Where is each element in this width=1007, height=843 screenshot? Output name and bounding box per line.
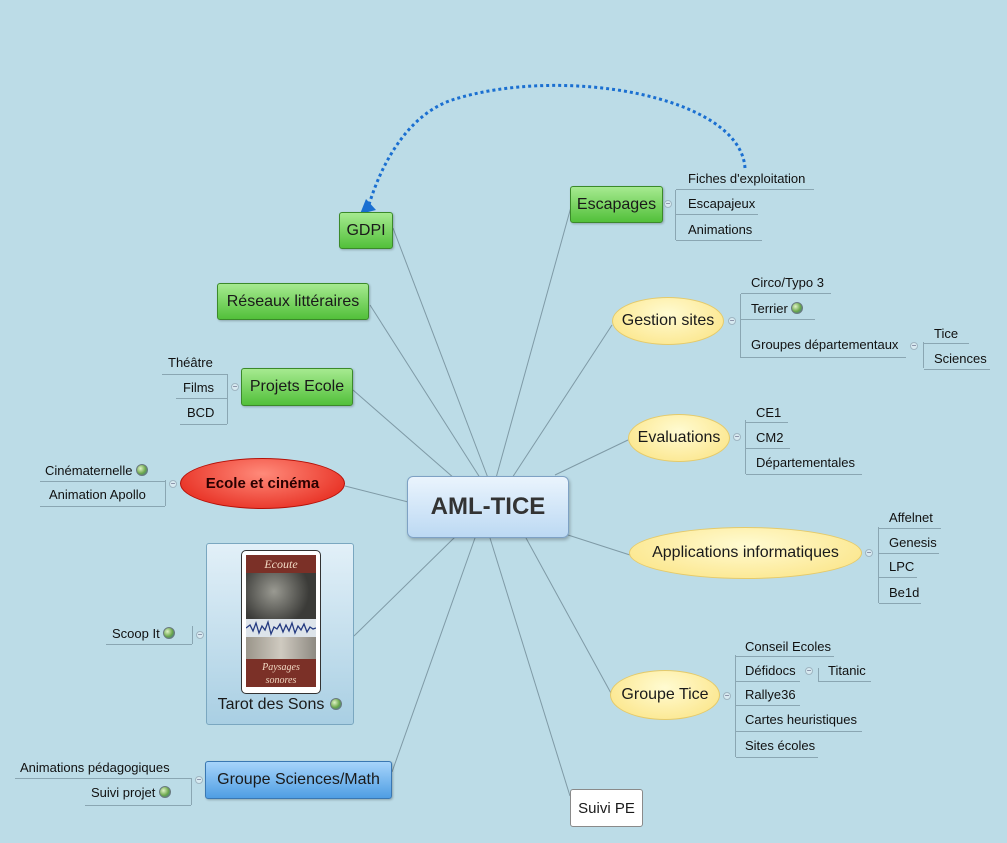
topic-escapages-label: Escapages (576, 195, 657, 213)
tarot-card-image: Ecoute Paysages sonores (241, 550, 321, 694)
topic-ecole-cinema-label: Ecole et cinéma (205, 475, 320, 492)
collapse-icon[interactable]: − (910, 341, 918, 350)
collapse-icon[interactable]: − (196, 630, 204, 639)
subtopic-fiches-exploitation[interactable]: Fiches d'exploitation (688, 171, 806, 186)
topic-gdpi-label: GDPI (346, 221, 386, 239)
subtopic-be1d[interactable]: Be1d (889, 585, 920, 600)
subtopic-lpc[interactable]: LPC (889, 559, 915, 574)
collapse-icon[interactable]: − (723, 691, 731, 700)
topic-gestion-sites[interactable]: Gestion sites (612, 297, 724, 345)
subtopic-scoop-it-label: Scoop It (112, 626, 160, 641)
subtopic-suivi-projet-label: Suivi projet (91, 785, 156, 800)
topic-groupe-sciences-label: Groupe Sciences/Math (217, 771, 380, 788)
subtopic-groupes-departementaux[interactable]: Groupes départementaux (751, 337, 899, 352)
card-top-text: Ecoute (246, 555, 316, 573)
subtopic-theatre[interactable]: Théâtre (168, 355, 213, 370)
collapse-icon[interactable]: − (805, 666, 813, 675)
topic-evaluations-label: Evaluations (637, 429, 721, 446)
topic-gdpi[interactable]: GDPI (339, 212, 393, 249)
topic-reseaux-litteraires[interactable]: Réseaux littéraires (217, 283, 369, 320)
topic-gestion-sites-label: Gestion sites (621, 312, 715, 329)
subtopic-cm2[interactable]: CM2 (756, 430, 784, 445)
subtopic-departementales[interactable]: Départementales (756, 455, 855, 470)
globe-icon[interactable] (791, 302, 804, 314)
topic-tarot-label: Tarot des Sons (217, 696, 325, 713)
subtopic-genesis[interactable]: Genesis (889, 535, 937, 550)
globe-icon[interactable] (163, 627, 176, 639)
card-photo-2 (246, 637, 316, 659)
subtopic-escapajeux[interactable]: Escapajeux (688, 196, 756, 211)
subtopic-suivi-projet[interactable]: Suivi projet (89, 785, 173, 801)
topic-suivi-pe-label: Suivi PE (578, 799, 635, 817)
card-bottom-text: Paysages sonores (246, 659, 316, 687)
topic-groupe-sciences-math[interactable]: Groupe Sciences/Math (205, 761, 392, 799)
subtopic-defidocs[interactable]: Défidocs (745, 663, 796, 678)
subtopic-circo-typo3[interactable]: Circo/Typo 3 (751, 275, 824, 290)
topic-projets-ecole[interactable]: Projets Ecole (241, 368, 353, 406)
globe-icon[interactable] (330, 698, 343, 710)
subtopic-terrier[interactable]: Terrier (749, 301, 805, 317)
subtopic-rallye36[interactable]: Rallye36 (745, 687, 796, 702)
subtopic-bcd[interactable]: BCD (187, 405, 215, 420)
card-photo (246, 573, 316, 619)
collapse-icon[interactable]: − (169, 479, 177, 488)
topic-groupe-tice-label: Groupe Tice (621, 686, 709, 703)
central-topic-label: AML-TICE (430, 493, 546, 520)
subtopic-terrier-label: Terrier (751, 301, 788, 316)
collapse-icon[interactable]: − (865, 548, 873, 557)
subtopic-films[interactable]: Films (183, 380, 215, 395)
collapse-icon[interactable]: − (195, 775, 203, 784)
topic-groupe-tice[interactable]: Groupe Tice (610, 670, 720, 720)
subtopic-cinematernelle[interactable]: Cinématernelle (43, 463, 150, 479)
collapse-icon[interactable]: − (664, 199, 672, 208)
subtopic-cartes-heuristiques[interactable]: Cartes heuristiques (745, 712, 857, 727)
topic-applications-informatiques[interactable]: Applications informatiques (629, 527, 862, 579)
topic-reseaux-label: Réseaux littéraires (226, 292, 360, 310)
subtopic-animations[interactable]: Animations (688, 222, 753, 237)
subtopic-scoop-it[interactable]: Scoop It (110, 626, 177, 642)
topic-escapages[interactable]: Escapages (570, 186, 663, 223)
topic-applications-label: Applications informatiques (652, 544, 839, 561)
subtopic-affelnet[interactable]: Affelnet (889, 510, 933, 525)
collapse-icon[interactable]: − (733, 432, 741, 441)
subtopic-conseil-ecoles[interactable]: Conseil Ecoles (745, 639, 831, 654)
topic-evaluations[interactable]: Evaluations (628, 414, 730, 462)
subtopic-titanic[interactable]: Titanic (828, 663, 866, 678)
subtopic-ce1[interactable]: CE1 (756, 405, 782, 420)
globe-icon[interactable] (136, 464, 149, 476)
globe-icon[interactable] (158, 786, 171, 798)
subtopic-sites-ecoles[interactable]: Sites écoles (745, 738, 816, 753)
subtopic-sciences[interactable]: Sciences (934, 351, 987, 366)
collapse-icon[interactable]: − (728, 316, 736, 325)
subtopic-animations-pedagogiques[interactable]: Animations pédagogiques (20, 760, 170, 775)
card-waveform (245, 619, 317, 637)
topic-suivi-pe[interactable]: Suivi PE (570, 789, 643, 827)
topic-tarot-des-sons[interactable]: Ecoute Paysages sonores Tarot des Sons (206, 543, 354, 725)
collapse-icon[interactable]: − (231, 382, 239, 391)
topic-projets-ecole-label: Projets Ecole (249, 378, 345, 395)
central-topic[interactable]: AML-TICE (407, 476, 569, 538)
topic-ecole-et-cinema[interactable]: Ecole et cinéma (180, 458, 345, 509)
subtopic-tice[interactable]: Tice (934, 326, 959, 341)
subtopic-animation-apollo[interactable]: Animation Apollo (49, 487, 146, 502)
subtopic-cinematernelle-label: Cinématernelle (45, 463, 133, 478)
